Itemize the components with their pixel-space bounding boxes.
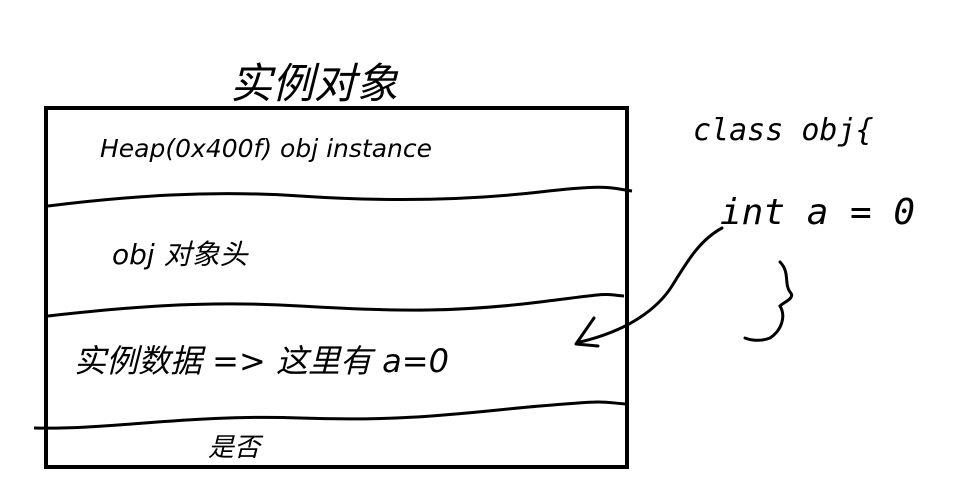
title-label: 实例对象 (230, 59, 399, 108)
section-instance-data-label: 实例数据 => 这里有 a=0 (74, 342, 449, 380)
object-box (44, 106, 629, 469)
divider-line-3 (33, 400, 627, 430)
arrow-line (578, 226, 724, 344)
divider-line-1 (47, 185, 633, 208)
code-class-line: class obj{ (693, 113, 874, 148)
closing-brace (743, 260, 794, 342)
section-object-header-label: obj 对象头 (112, 238, 250, 271)
arrow-head (574, 316, 600, 348)
divider-line-2 (47, 292, 625, 318)
section-header-label: Heap(0x400f) obj instance (100, 134, 432, 163)
section-padding-label: 是否 (208, 433, 264, 463)
code-field-line: int a = 0 (720, 192, 915, 233)
